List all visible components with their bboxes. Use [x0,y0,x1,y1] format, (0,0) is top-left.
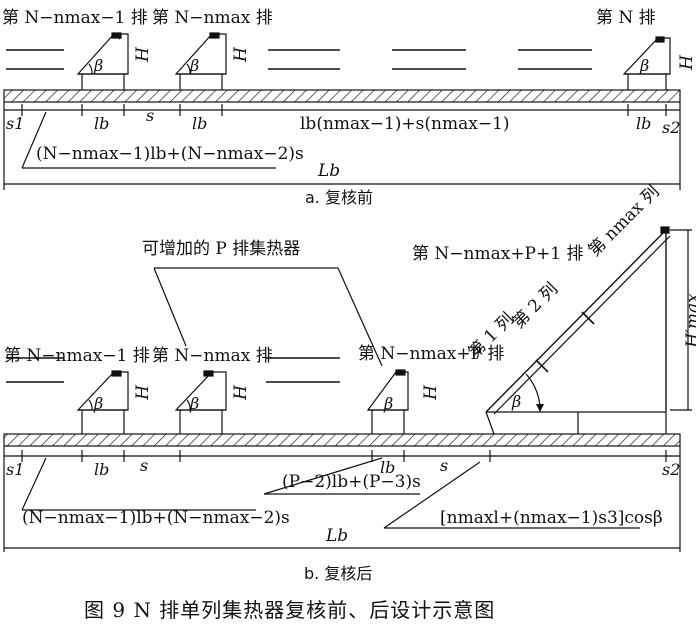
row-label-bottom-4: 第 N−nmax+P+1 排 [412,244,584,264]
dim-ticks-bottom [3,446,681,552]
caption-b: b. 复核后 [304,564,373,583]
placeholder-rows-top [6,49,592,70]
p-formula: (P−2)lb+(P−3)s [282,472,421,492]
height-label-top-1: H [132,47,153,62]
top-diagram [3,32,681,190]
collector-bottom-3 [366,369,409,434]
height-label-bottom-2: H [230,385,251,400]
s-label-bottom-2: s [440,456,449,475]
height-label-top-3: H [676,55,696,70]
angle-label-top-1: β [94,56,104,75]
row-label-bottom-2: 第 N−nmax 排 [152,346,273,366]
lb-label-bottom-1: lb [94,460,110,479]
bottom-diagram [3,226,692,552]
s-label-bottom-1: s [140,456,149,475]
collector-bottom-2 [174,370,227,434]
hmax-label: H′max [682,293,696,348]
dim-ticks-top [3,102,681,190]
height-label-top-2: H [230,47,251,62]
collector-top-2 [174,32,227,90]
s2-label-top: s2 [662,118,681,137]
lb-total-bottom: Lb [326,526,349,546]
height-label-bottom-3: H [420,385,441,400]
caption-a: a. 复核前 [305,188,373,207]
figure-title: 图 9 N 排单列集热器复核前、后设计示意图 [84,598,496,622]
row-label-top-2: 第 N−nmax 排 [152,8,273,28]
row-label-top-last: 第 N 排 [596,8,656,28]
left-formula-top: (N−nmax−1)lb+(N−nmax−2)s [36,144,304,164]
lb-label-top-1: lb [94,114,110,133]
row-label-top-1: 第 N−nmax−1 排 [2,8,148,28]
collector-bottom-1 [76,370,129,434]
collector-top-last [622,36,671,90]
row-label-bottom-3: 第 N−nmax+P 排 [358,344,505,364]
long-collector [485,226,671,435]
angle-label-top-3: β [640,56,650,75]
s1-label-top: s1 [6,114,25,133]
angle-label-bottom-2: β [190,394,200,413]
angle-label-bottom-3: β [384,394,394,413]
height-label-bottom-1: H [132,385,153,400]
left-formula-bottom: (N−nmax−1)lb+(N−nmax−2)s [22,508,290,528]
lb-label-top-2: lb [192,114,208,133]
lb-label-bottom-2: lb [380,458,396,477]
angle-label-bottom-1: β [94,394,104,413]
collector-top-1 [76,32,129,90]
s-label-top: s [146,106,155,125]
angle-label-bottom-4: β [512,392,522,411]
s1-label-bottom: s1 [6,460,25,479]
ground-bar-top [3,89,681,103]
middle-formula-top: lb(nmax−1)+s(nmax−1) [300,114,510,134]
placeholder-rows-bottom [6,357,340,383]
row-label-bottom-1: 第 N−nmax−1 排 [4,346,150,366]
lb-label-top-3: lb [636,114,652,133]
s2-label-bottom: s2 [662,460,681,479]
angle-label-top-2: β [190,56,200,75]
added-label: 可增加的 P 排集热器 [142,239,301,259]
lb-total-top: Lb [318,161,341,181]
right-formula-bottom: [nmaxl+(nmax−1)s3]cosβ [440,508,663,528]
ground-bar-bottom [3,433,681,447]
